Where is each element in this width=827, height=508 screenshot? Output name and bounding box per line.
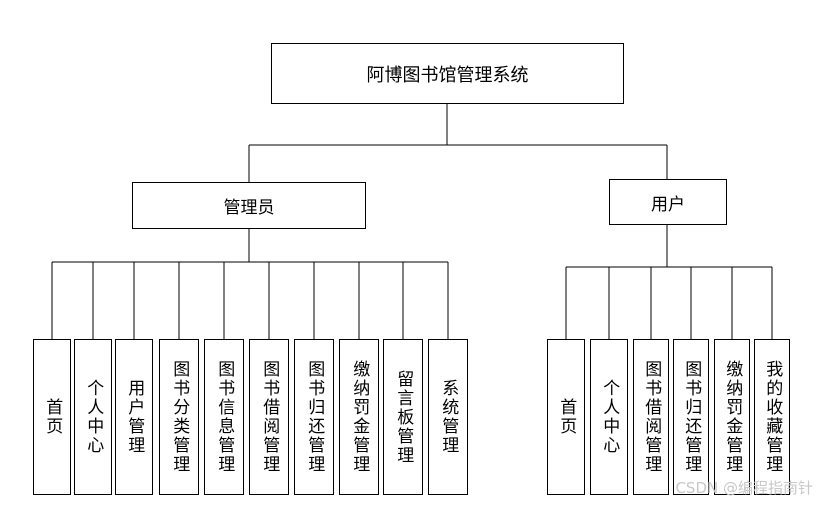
admin-module-messages: 留言板管理 (383, 339, 423, 495)
watermark: CSDN @编程指南针 (675, 479, 813, 497)
user-label: 用户 (651, 194, 685, 215)
admin-module-book-category: 图书分类管理 (159, 339, 199, 495)
user-module-return: 图书归还管理 (673, 339, 709, 495)
user-module-profile: 个人中心 (590, 339, 628, 495)
user-module-label: 我的收藏管理 (762, 360, 783, 474)
admin-module-label: 个人中心 (83, 379, 104, 455)
admin-module-label: 首页 (42, 398, 63, 436)
admin-node: 管理员 (132, 182, 366, 229)
admin-module-label: 图书分类管理 (169, 360, 190, 474)
root-label: 阿博图书馆管理系统 (366, 64, 529, 86)
admin-module-label: 图书信息管理 (214, 360, 235, 474)
admin-module-return: 图书归还管理 (294, 339, 334, 495)
user-module-label: 首页 (556, 398, 577, 436)
admin-label: 管理员 (223, 198, 275, 218)
admin-module-book-info: 图书信息管理 (204, 339, 244, 495)
admin-module-borrow: 图书借阅管理 (249, 339, 289, 495)
user-module-favorites: 我的收藏管理 (754, 339, 790, 495)
admin-module-system: 系统管理 (428, 339, 468, 495)
user-module-borrow: 图书借阅管理 (633, 339, 669, 495)
admin-module-label: 缴纳罚金管理 (349, 360, 370, 474)
user-module-label: 图书借阅管理 (641, 360, 662, 474)
root-node: 阿博图书馆管理系统 (271, 43, 624, 104)
admin-module-label: 图书归还管理 (304, 360, 325, 474)
admin-module-users: 用户管理 (115, 339, 153, 495)
admin-module-label: 图书借阅管理 (259, 360, 280, 474)
user-module-label: 图书归还管理 (681, 360, 702, 474)
admin-module-profile: 个人中心 (74, 339, 112, 495)
admin-module-label: 留言板管理 (393, 369, 414, 465)
user-module-fines: 缴纳罚金管理 (714, 339, 750, 495)
user-module-label: 缴纳罚金管理 (722, 360, 743, 474)
user-module-label: 个人中心 (599, 379, 620, 455)
admin-module-label: 用户管理 (124, 379, 145, 455)
admin-module-fines: 缴纳罚金管理 (339, 339, 379, 495)
admin-module-label: 系统管理 (438, 379, 459, 455)
admin-module-home: 首页 (33, 339, 71, 495)
user-module-home: 首页 (547, 339, 585, 495)
user-node: 用户 (609, 179, 727, 225)
